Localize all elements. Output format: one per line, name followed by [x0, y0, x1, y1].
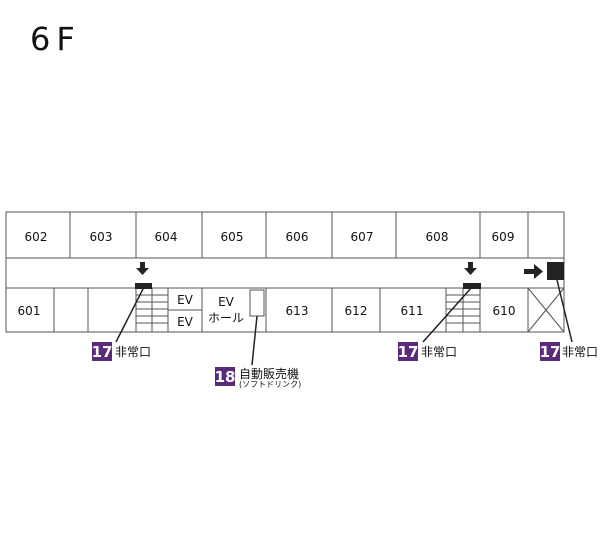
vending-machine-box: [249, 289, 265, 317]
arrow-icon-right: [464, 262, 477, 275]
leader-lines: [115, 279, 573, 366]
emergency-exit-number-left: 17: [92, 343, 113, 361]
room-label-612: 612: [345, 304, 368, 318]
exit-marker-icon-left: [135, 283, 152, 289]
room-label-610: 610: [493, 304, 516, 318]
emergency-exit-badge-right: [540, 342, 560, 361]
room-603: [69, 211, 137, 259]
emergency-exit-callout-right: 17 非常口: [540, 342, 598, 361]
void-cross-icon: [527, 287, 565, 333]
vending-badge: [215, 367, 235, 386]
arrow-icon-left: [136, 262, 149, 275]
room-602: [5, 211, 71, 259]
emergency-exit-callout-middle: 17 非常口: [398, 342, 457, 361]
room-label-605: 605: [221, 230, 244, 244]
vending-sub-label: (ソフトドリンク): [239, 380, 301, 389]
emergency-exit-label-right: 非常口: [562, 345, 598, 359]
room-label-611: 611: [401, 304, 424, 318]
room-612: [331, 287, 381, 333]
elevator-label-bottom: EV: [177, 315, 194, 329]
emergency-exit-badge-left: [92, 342, 112, 361]
exit-marker-icon-right: [463, 283, 481, 289]
room-label-606: 606: [286, 230, 309, 244]
room-label-607: 607: [351, 230, 374, 244]
stairs-left-icon: [136, 288, 168, 332]
top-room-row: [5, 211, 565, 259]
room-607: [331, 211, 397, 259]
arrow-icon-end: [524, 264, 543, 279]
room-609: [479, 211, 529, 259]
emergency-exit-label-left: 非常口: [115, 345, 151, 359]
room-label-603: 603: [90, 230, 113, 244]
floor-title: 6F: [30, 20, 81, 58]
ev-hall-label-line2: ホール: [208, 311, 244, 325]
ev-hall-label-line1: EV: [218, 295, 235, 309]
room-label-604: 604: [155, 230, 178, 244]
room-label-601: 601: [18, 304, 41, 318]
vending-machine-callout: 18 自動販売機 (ソフトドリンク): [215, 366, 302, 389]
room-604: [135, 211, 203, 259]
room-small-b: [87, 287, 137, 333]
room-labels: 602 603 604 605 606 607 608 609 601 613 …: [18, 230, 516, 329]
elevator-label-top: EV: [177, 293, 194, 307]
room-small-a: [53, 287, 89, 333]
room-label-608: 608: [426, 230, 449, 244]
emergency-exit-badge-middle: [398, 342, 418, 361]
room-611: [379, 287, 447, 333]
emergency-exit-number-middle: 17: [398, 343, 419, 361]
emergency-exit-callout-left: 17 非常口: [92, 342, 151, 361]
emergency-exit-number-right: 17: [540, 343, 561, 361]
room-label-602: 602: [25, 230, 48, 244]
vending-label: 自動販売機: [239, 366, 299, 381]
room-label-609: 609: [492, 230, 515, 244]
emergency-exit-label-middle: 非常口: [421, 345, 457, 359]
room-label-613: 613: [286, 304, 309, 318]
vending-number: 18: [215, 368, 236, 386]
exit-marker-icon-end: [547, 262, 564, 280]
stairs-right-icon: [446, 288, 480, 332]
room-top-end: [527, 211, 565, 259]
